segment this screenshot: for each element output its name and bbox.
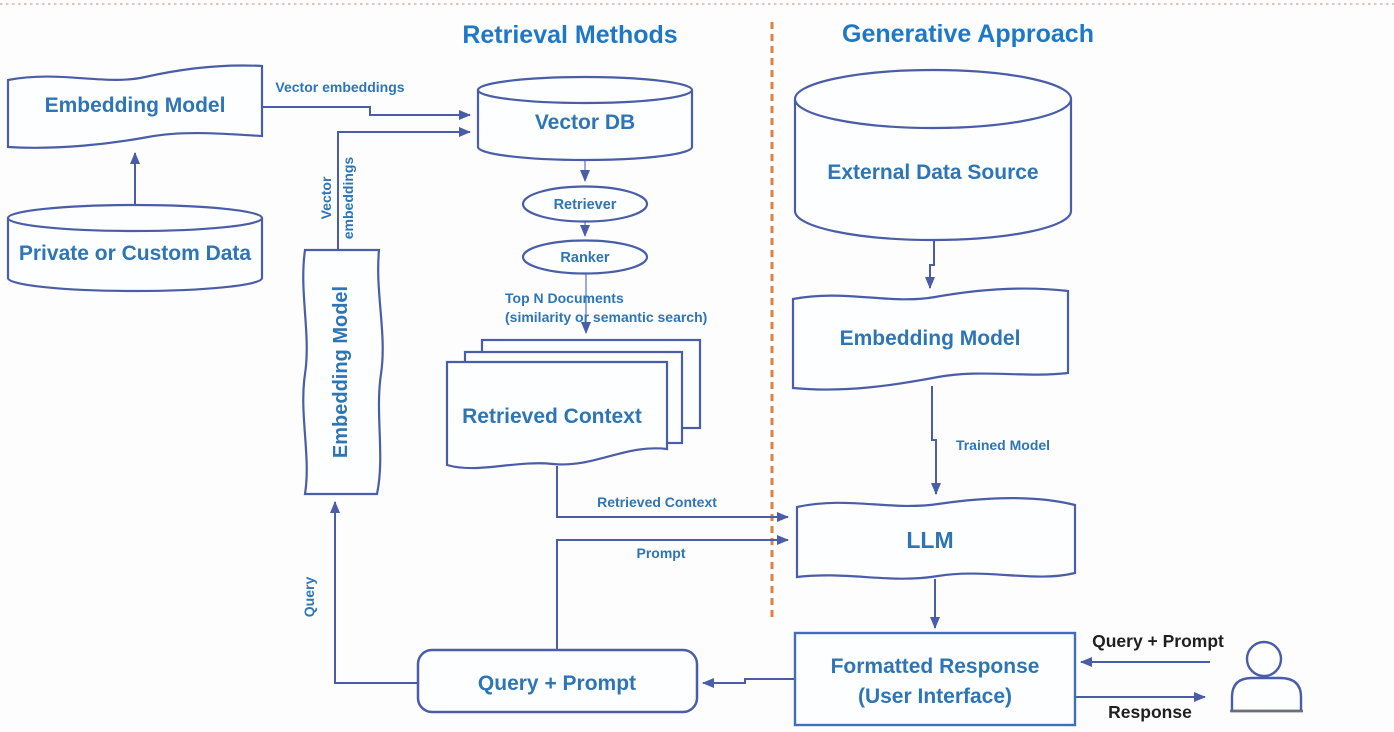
edge-externaldata-to-embedding [925,241,935,289]
ranker-label: Ranker [560,250,610,266]
edge-sideembedding-to-vectordb [337,127,471,250]
formatted-response-node [793,631,1077,727]
embedding-model-top-node [6,64,264,149]
retrieved-context-node [445,338,702,470]
vector-embeddings-vertical-label-line1: Vector [318,176,334,219]
embedding-model-top-label: Embedding Model [45,94,226,117]
edge-trainedmodel-to-llm [931,386,941,495]
private-or-custom-data-label: Private or Custom Data [19,242,252,265]
retriever-node [521,185,649,223]
llm-label: LLM [906,527,953,553]
external-data-source-node [793,68,1073,242]
top-n-documents-label-line2: (similarity or semantic search) [505,309,707,325]
retrieved-context-edge-label: Retrieved Context [597,494,717,510]
vector-embeddings-vertical-label-line2: embeddings [340,157,356,240]
formatted-response-label-line1: Formatted Response [831,655,1040,678]
formatted-response-label-line2: (User Interface) [858,685,1012,708]
query-edge-label: Query [301,577,317,618]
top-n-documents-label-line1: Top N Documents [505,290,624,306]
prompt-edge-label: Prompt [637,545,686,561]
vector-db-label: Vector DB [535,111,635,134]
edge-retrievedcontext-to-llm [556,466,789,522]
embedding-model-gen-label: Embedding Model [840,327,1021,350]
embedding-model-gen-node [791,287,1070,391]
query-plus-prompt-label: Query + Prompt [478,672,636,695]
ranker-node [521,239,649,275]
edge-query-to-sideembedding [330,501,419,684]
edge-prompt-to-llm [556,535,789,649]
retriever-label: Retriever [554,197,617,213]
retrieved-context-label: Retrieved Context [462,405,642,428]
edge-formattedresponse-to-queryprompt [702,678,795,688]
user-icon [1230,640,1303,713]
embedding-model-side-label: Embedding Model [330,286,352,458]
edge-embedding-to-vectordb [262,106,471,120]
retrieval-methods-title: Retrieval Methods [462,21,677,49]
generative-approach-title: Generative Approach [842,20,1094,48]
llm-node [795,497,1077,580]
vector-db-node [476,75,694,162]
embedding-model-side-node [302,248,384,496]
trained-model-edge-label: Trained Model [956,437,1050,453]
private-or-custom-data-node [6,203,264,293]
vector-embeddings-edge-label: Vector embeddings [275,79,404,95]
query-plus-prompt-node [416,648,699,714]
user-query-plus-prompt-label: Query + Prompt [1092,631,1224,651]
external-data-source-label: External Data Source [827,161,1038,184]
user-response-label: Response [1108,702,1192,722]
